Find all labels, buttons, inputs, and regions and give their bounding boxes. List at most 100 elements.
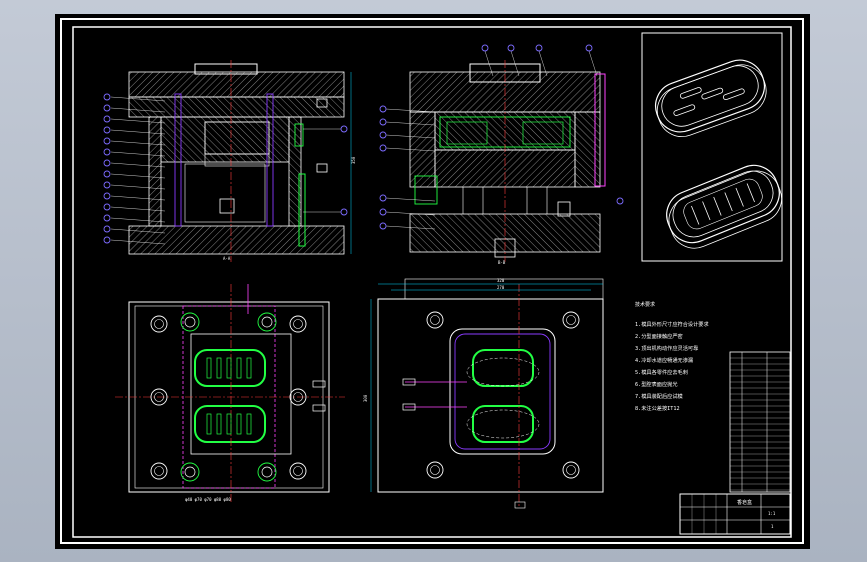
part-balloon (103, 225, 111, 233)
bolt-hole (293, 466, 303, 476)
leader-line (110, 173, 166, 179)
bolt-hole (293, 392, 303, 402)
leader-line (385, 225, 436, 230)
part-balloon (103, 115, 111, 123)
plan-view-left (115, 284, 345, 504)
parts-list (729, 351, 791, 493)
title-block-name: 香皂盒 (737, 499, 752, 506)
bolt-hole (289, 315, 307, 333)
bolt-hole (150, 462, 168, 480)
part-balloon (379, 144, 387, 152)
part-balloon (379, 194, 387, 202)
bolt-hole (289, 388, 307, 406)
technical-notes: 技术要求 1.模具外形尺寸应符合设计要求 2.分型面接触应严密 3.顶出机构动作… (635, 301, 709, 412)
leader-line (385, 197, 436, 202)
title-block: 香皂盒 1:1 1 (679, 493, 791, 535)
note-line: 6.型腔表面应抛光 (635, 380, 678, 388)
leader-line (110, 228, 166, 234)
leader-line (110, 140, 166, 146)
ejector-slot (216, 413, 222, 435)
part-balloon (103, 93, 111, 101)
bolt-hole (566, 465, 576, 475)
ejector-slot (246, 357, 252, 379)
bolt-hole (293, 319, 303, 329)
leader-line (110, 239, 166, 245)
bolt-hole (426, 461, 444, 479)
cooling-fitting (402, 403, 416, 411)
part-balloon (340, 208, 348, 216)
section-b-view (409, 60, 606, 262)
section-a-height-dim: 350 (351, 156, 356, 164)
drawing-sheet: 香皂盒 1:1 1 A-A B-B 350 φ40 φ70 φ70 φ80 φ8… (60, 18, 804, 544)
notes-heading: 技术要求 (635, 301, 655, 308)
leader-line (538, 50, 548, 77)
plan-left-dim-bottom: φ40 φ70 φ70 φ80 φ80 (185, 497, 231, 502)
leader-line (110, 96, 166, 102)
leader-line (484, 50, 494, 77)
part-balloon (379, 131, 387, 139)
section-b-caption: B-B (498, 260, 506, 265)
title-block-sheet: 1 (771, 524, 774, 529)
part-balloon (616, 197, 624, 205)
ejector-slot (236, 357, 242, 379)
note-line: 1.模具外形尺寸应符合设计要求 (635, 320, 709, 328)
part-balloon (340, 125, 348, 133)
guide-bushing (184, 466, 196, 478)
part-balloon (103, 126, 111, 134)
cooling-fitting (312, 380, 326, 388)
bolt-hole (566, 315, 576, 325)
outer-frame (60, 18, 804, 544)
ejector-slot (236, 413, 242, 435)
bolt-hole (154, 392, 164, 402)
leader-line (110, 107, 166, 113)
leader-line (110, 184, 166, 190)
part-balloon (103, 104, 111, 112)
cooling-fitting (402, 378, 416, 386)
plan-right-dim-outer: 320 (497, 278, 505, 283)
ejector-slot (226, 357, 232, 379)
leader-line (588, 50, 598, 77)
part-balloon (103, 148, 111, 156)
part-balloon (481, 44, 489, 52)
part-balloon (379, 222, 387, 230)
title-block-scale: 1:1 (768, 511, 776, 516)
ejector-slot (206, 357, 212, 379)
part-balloon (103, 192, 111, 200)
leader-line (385, 147, 436, 152)
leader-line (110, 217, 166, 223)
leader-line (110, 206, 166, 212)
note-line: 2.分型面接触应严密 (635, 332, 683, 340)
leader-line (110, 129, 166, 135)
guide-bushing (180, 462, 200, 482)
part-balloon (103, 236, 111, 244)
leader-line (110, 195, 166, 201)
section-a-view (128, 60, 352, 262)
guide-bushing (261, 466, 273, 478)
bolt-hole (154, 319, 164, 329)
iso-view-frame (641, 32, 783, 262)
leader-line (385, 108, 436, 113)
drawing-canvas: 香皂盒 1:1 1 A-A B-B 350 φ40 φ70 φ70 φ80 φ8… (55, 14, 810, 549)
part-balloon (103, 214, 111, 222)
note-line: 3.顶出机构动作应灵活可靠 (635, 344, 698, 352)
leader-line (385, 134, 436, 139)
part-balloon (379, 208, 387, 216)
part-balloon (103, 159, 111, 167)
cooling-fitting (312, 404, 326, 412)
bolt-hole (150, 388, 168, 406)
inner-frame (72, 26, 792, 538)
bolt-hole (154, 466, 164, 476)
bolt-hole (562, 461, 580, 479)
part-balloon (585, 44, 593, 52)
ejector-slot (206, 413, 212, 435)
bolt-hole (426, 311, 444, 329)
ejector-slot (226, 413, 232, 435)
part-balloon (379, 105, 387, 113)
leader-line (110, 151, 166, 157)
guide-bushing (180, 312, 200, 332)
guide-bushing (184, 316, 196, 328)
leader-line (110, 162, 166, 168)
bolt-hole (430, 315, 440, 325)
plan-view-right (370, 278, 604, 509)
